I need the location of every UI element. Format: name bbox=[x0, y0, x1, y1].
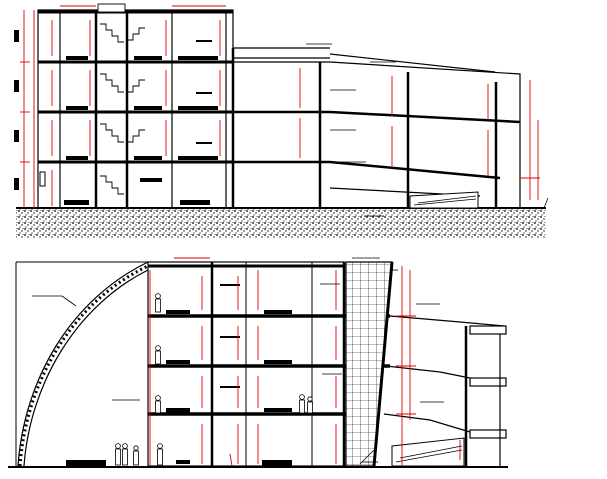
person-figure bbox=[307, 396, 313, 414]
person-figure bbox=[155, 395, 161, 414]
vault-structure bbox=[15, 261, 149, 467]
annotations-b bbox=[32, 257, 444, 463]
person-figure bbox=[155, 345, 161, 365]
ground-hatch-a bbox=[16, 208, 546, 238]
section-b bbox=[8, 257, 508, 468]
human-figures bbox=[115, 293, 313, 466]
annotations-a bbox=[306, 43, 549, 217]
ramp-hatch-b bbox=[359, 445, 463, 465]
person-figure bbox=[155, 293, 161, 313]
section-a bbox=[14, 3, 549, 238]
room-details-b bbox=[66, 284, 292, 466]
glazed-core bbox=[345, 261, 394, 467]
ramp-wedge-b bbox=[391, 437, 465, 467]
person-figure bbox=[115, 443, 121, 466]
left-block bbox=[37, 9, 234, 209]
stair-core bbox=[97, 3, 145, 195]
room-details-a bbox=[64, 40, 218, 205]
person-figure bbox=[122, 443, 128, 466]
ramp-annex-b bbox=[383, 315, 507, 466]
person-figure bbox=[299, 394, 305, 414]
dimension-lines-a bbox=[20, 5, 540, 208]
ground-line-b bbox=[8, 466, 508, 468]
person-figure bbox=[157, 443, 163, 466]
ramp-hatch bbox=[413, 195, 477, 206]
facade-windows-a bbox=[14, 30, 46, 190]
person-figure bbox=[133, 445, 139, 466]
ramp-block bbox=[231, 47, 521, 208]
dimension-lines-b bbox=[149, 257, 461, 467]
ground-line-a bbox=[16, 207, 546, 209]
